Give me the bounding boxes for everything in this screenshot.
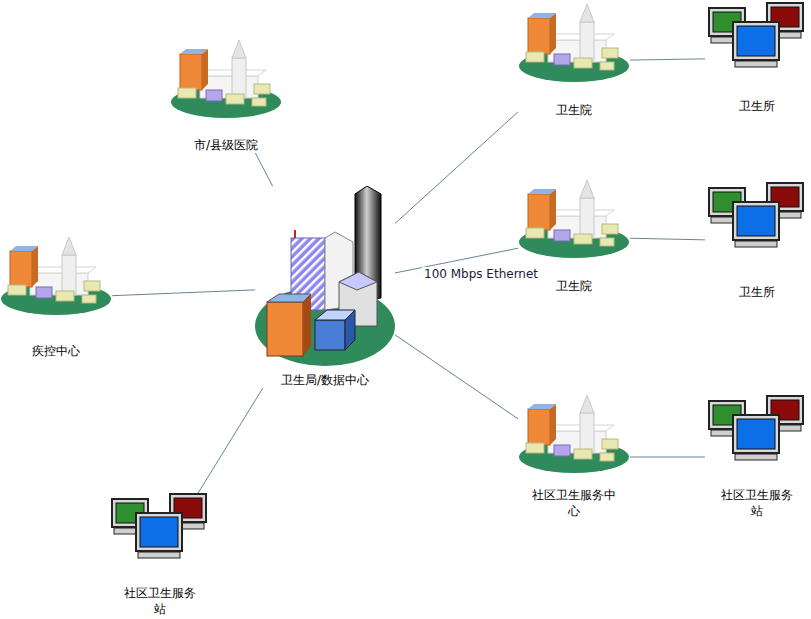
- site-node: 卫生所: [705, 2, 809, 114]
- network-link: [198, 388, 263, 493]
- network-link: [112, 290, 255, 296]
- site-node: 社区卫生服务中心: [518, 395, 630, 519]
- site-label: 社区卫生服务站: [122, 585, 198, 617]
- site-node: 疾控中心: [0, 237, 112, 359]
- network-link: [630, 59, 705, 60]
- site-label: 社区卫生服务站: [719, 487, 795, 519]
- site-node: 社区卫生服务站: [705, 395, 809, 519]
- site-node: 社区卫生服务站: [108, 493, 212, 617]
- site-label: 卫生局/数据中心: [255, 372, 395, 388]
- site-node: 卫生所: [705, 182, 809, 300]
- network-link: [395, 112, 518, 224]
- computer-icon: [108, 493, 212, 573]
- computer-icon: [705, 182, 809, 262]
- network-link: [255, 153, 272, 186]
- network-link: [395, 335, 518, 419]
- network-link: [630, 457, 705, 458]
- site-node: 卫生院: [518, 4, 630, 118]
- site-label: 疾控中心: [0, 343, 112, 359]
- site-label: 卫生院: [518, 102, 630, 118]
- campus-icon: [170, 40, 282, 120]
- site-node: 卫生局/数据中心: [255, 186, 395, 388]
- computer-icon: [705, 395, 809, 475]
- datacenter-icon: [255, 186, 395, 368]
- site-label: 社区卫生服务中心: [530, 487, 618, 519]
- site-node: 市/县级医院: [170, 40, 282, 153]
- campus-icon: [518, 4, 630, 84]
- site-label: 市/县级医院: [170, 137, 282, 153]
- campus-icon: [518, 180, 630, 260]
- computer-icon: [705, 2, 809, 82]
- campus-icon: [518, 395, 630, 475]
- site-label: 卫生所: [705, 98, 809, 114]
- site-label: 卫生所: [705, 284, 809, 300]
- network-link: [630, 238, 705, 240]
- campus-icon: [0, 237, 112, 317]
- link-label: 100 Mbps Ethernet: [422, 267, 540, 281]
